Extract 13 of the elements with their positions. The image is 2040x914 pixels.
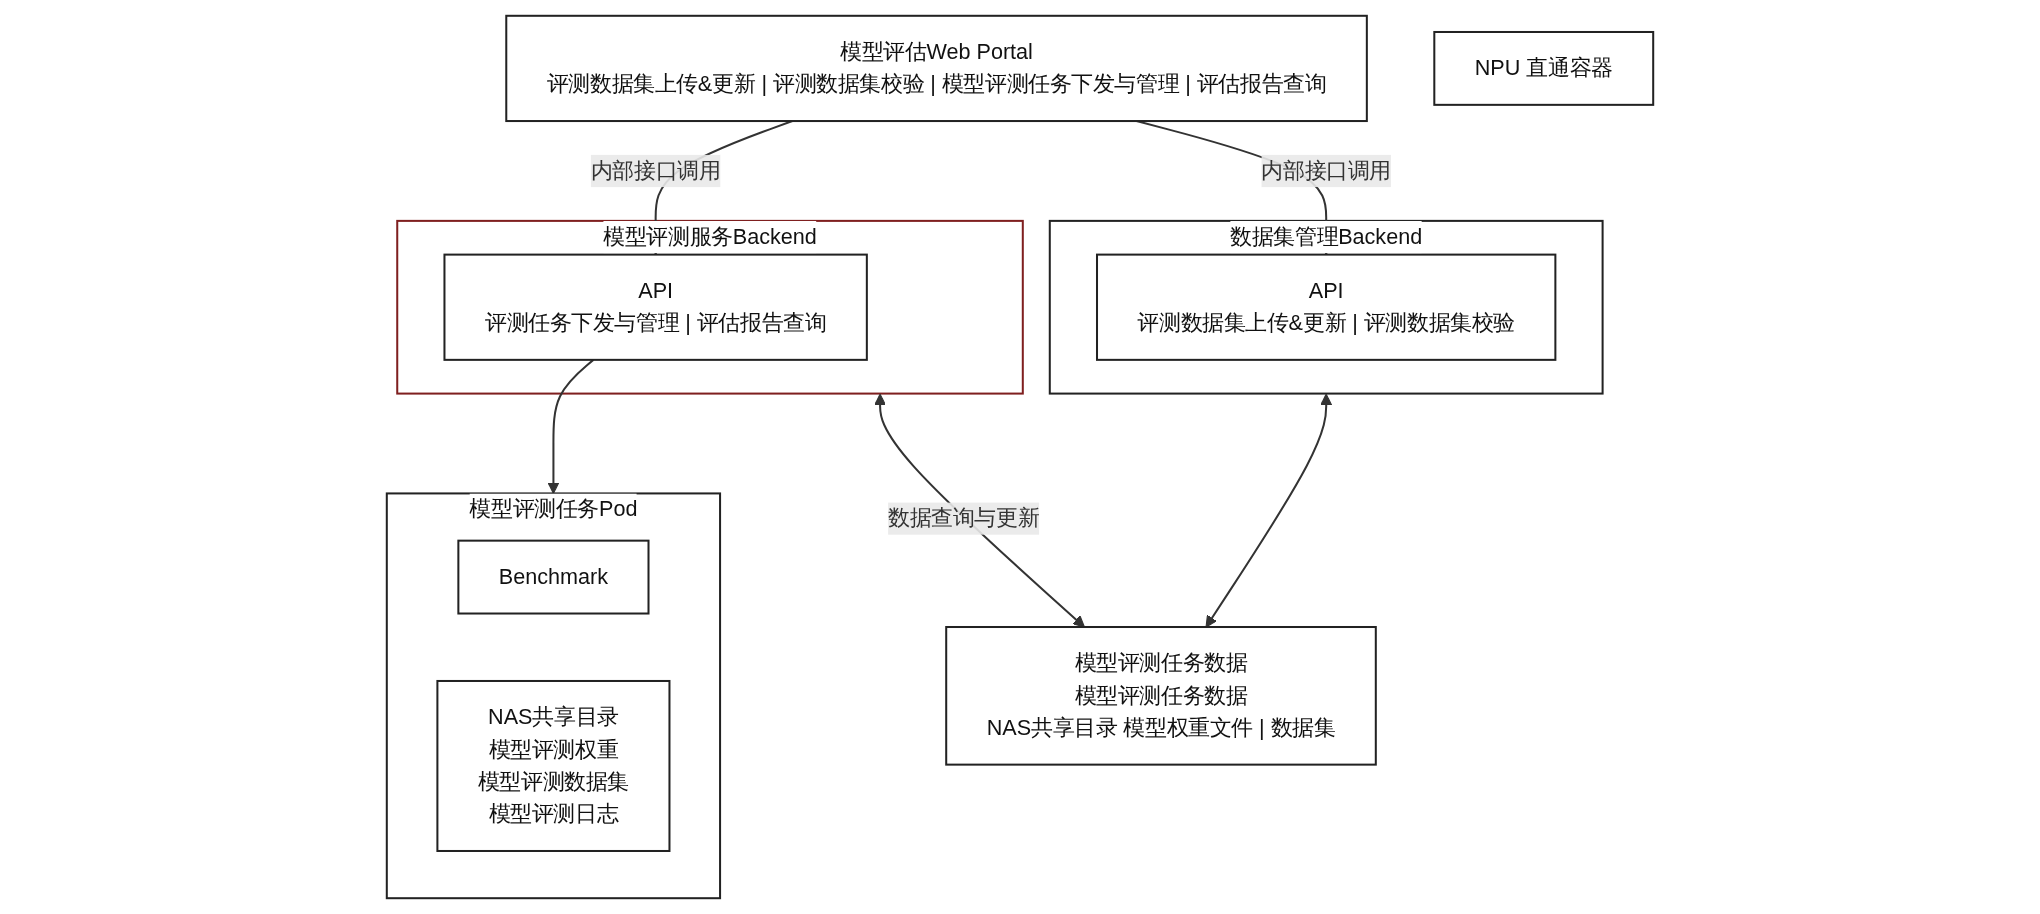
node-box: NPU 直通容器 bbox=[1433, 30, 1655, 106]
node-box: Benchmark bbox=[457, 539, 650, 615]
edge-label: 数据查询与更新 bbox=[888, 506, 1040, 530]
node-box: NAS共享目录 模型评测权重 模型评测数据集 模型评测日志 bbox=[436, 679, 671, 852]
node-box: 模型评测任务数据 模型评测任务数据 NAS共享目录 模型权重文件 | 数据集 bbox=[945, 626, 1377, 766]
arrow bbox=[547, 359, 594, 494]
arrow bbox=[1205, 393, 1333, 628]
node-box: API 评测数据集上传&更新 | 评测数据集校验 bbox=[1096, 253, 1557, 361]
node-box: API 评测任务下发与管理 | 评估报告查询 bbox=[443, 253, 868, 361]
edge-label: 内部接口调用 bbox=[590, 158, 721, 182]
edge-label: 内部接口调用 bbox=[1261, 158, 1391, 182]
node-box: 模型评估Web Portal 评测数据集上传&更新 | 评测数据集校验 | 模型评测任务下发与管理 | 评估报告查询 bbox=[505, 14, 1368, 123]
arrow bbox=[874, 393, 1085, 628]
